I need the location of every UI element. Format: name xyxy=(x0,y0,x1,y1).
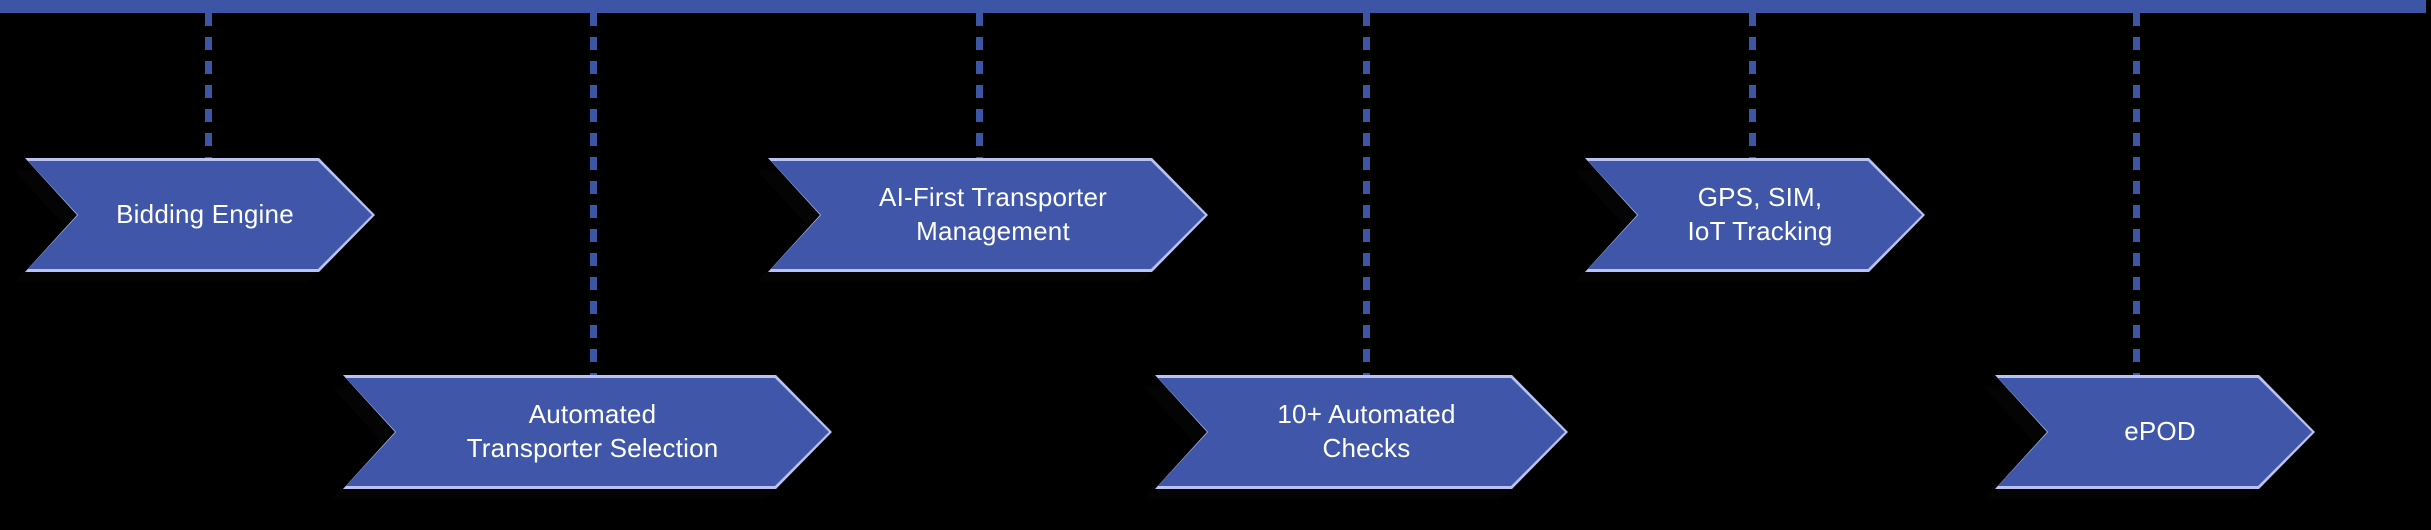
connector-automated-transporter-selection xyxy=(590,13,597,375)
chevron-fill xyxy=(346,378,829,486)
connector-gps-sim-iot-tracking xyxy=(1749,13,1756,158)
chevron-fill xyxy=(1158,378,1565,486)
chevron-ai-first-transporter-management[interactable]: AI-First Transporter Management xyxy=(768,158,1208,272)
chevron-fill xyxy=(1588,161,1922,269)
chevron-ten-plus-automated-checks[interactable]: 10+ Automated Checks xyxy=(1155,375,1568,489)
timeline-bar xyxy=(0,0,2426,13)
chevron-fill xyxy=(1998,378,2312,486)
connector-bidding-engine xyxy=(205,13,212,158)
connector-ai-first-transporter-management xyxy=(976,13,983,158)
connector-epod xyxy=(2133,13,2140,375)
chevron-fill xyxy=(771,161,1205,269)
chevron-epod[interactable]: ePOD xyxy=(1995,375,2315,489)
chevron-automated-transporter-selection[interactable]: Automated Transporter Selection xyxy=(343,375,832,489)
chevron-fill xyxy=(28,161,372,269)
connector-ten-plus-automated-checks xyxy=(1363,13,1370,375)
chevron-bidding-engine[interactable]: Bidding Engine xyxy=(25,158,375,272)
chevron-gps-sim-iot-tracking[interactable]: GPS, SIM, IoT Tracking xyxy=(1585,158,1925,272)
